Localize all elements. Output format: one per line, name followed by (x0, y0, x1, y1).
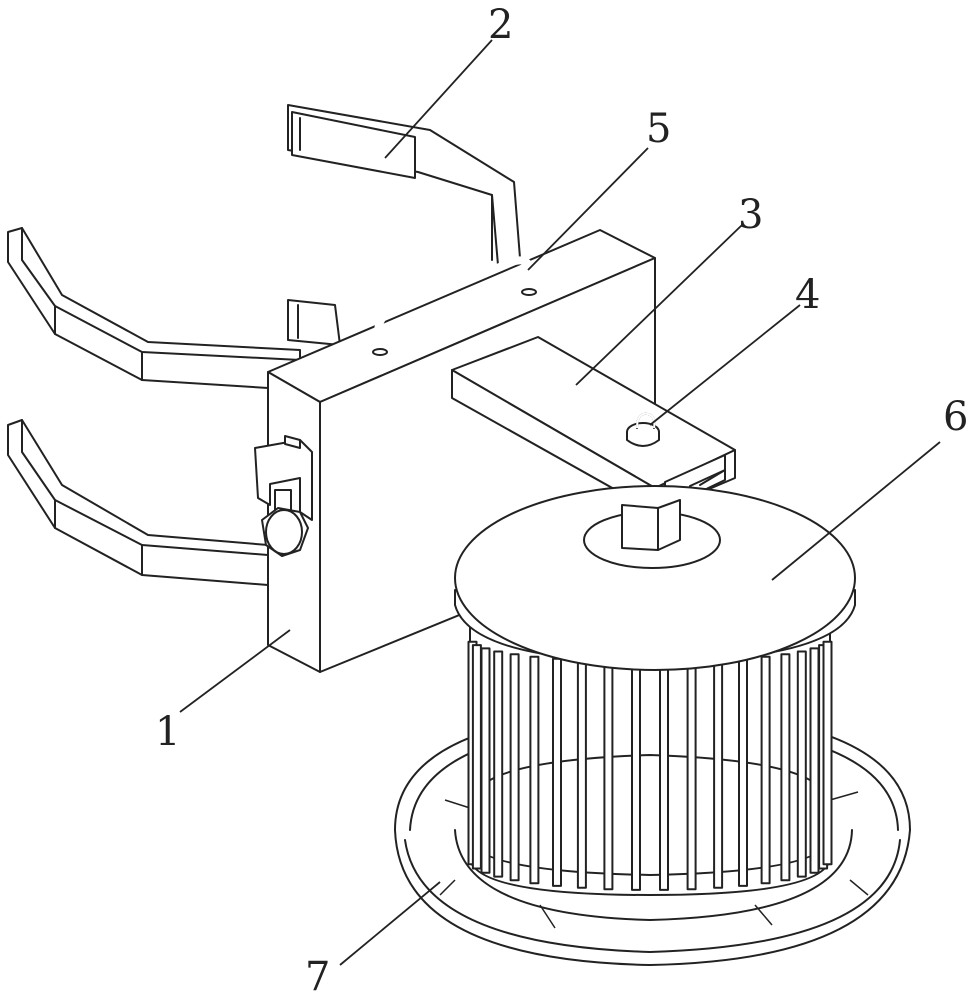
cage-bar (780, 653, 791, 882)
label-6: 6 (943, 394, 968, 440)
cage-bar (822, 640, 833, 866)
label-5: 5 (646, 106, 671, 152)
label-4: 4 (795, 272, 820, 318)
cage-bar (509, 653, 520, 882)
cage-bar (760, 655, 771, 885)
cage-bar (809, 647, 820, 874)
cage-bar (552, 657, 562, 887)
cage-bar (493, 650, 504, 878)
cage-top-disc (454, 485, 856, 671)
cage-bar (713, 659, 724, 889)
cage-bar (631, 660, 641, 891)
upper-left-arm (7, 227, 301, 391)
cage-bar (529, 655, 540, 885)
cage-bar (796, 650, 807, 878)
handle (372, 256, 537, 356)
side-clamp (254, 435, 313, 557)
label-7: 7 (305, 954, 330, 1000)
middle-arm-stub (287, 299, 341, 346)
label-3: 3 (738, 192, 763, 238)
cage-bar (686, 660, 697, 891)
label-2: 2 (488, 2, 513, 48)
cage-bar (603, 660, 614, 891)
part-labels: 1 2 3 4 5 6 7 (155, 2, 968, 1000)
cage-bar (576, 659, 587, 889)
cage (467, 614, 833, 896)
lower-left-arm (7, 419, 269, 586)
top-arm (287, 104, 521, 266)
cage-bar (480, 647, 491, 874)
cage-bar (471, 644, 482, 870)
label-1: 1 (155, 709, 180, 755)
leader-lines (179, 39, 941, 966)
beam-knob (626, 412, 660, 447)
cage-bar (659, 660, 669, 891)
cage-bar (738, 657, 748, 887)
